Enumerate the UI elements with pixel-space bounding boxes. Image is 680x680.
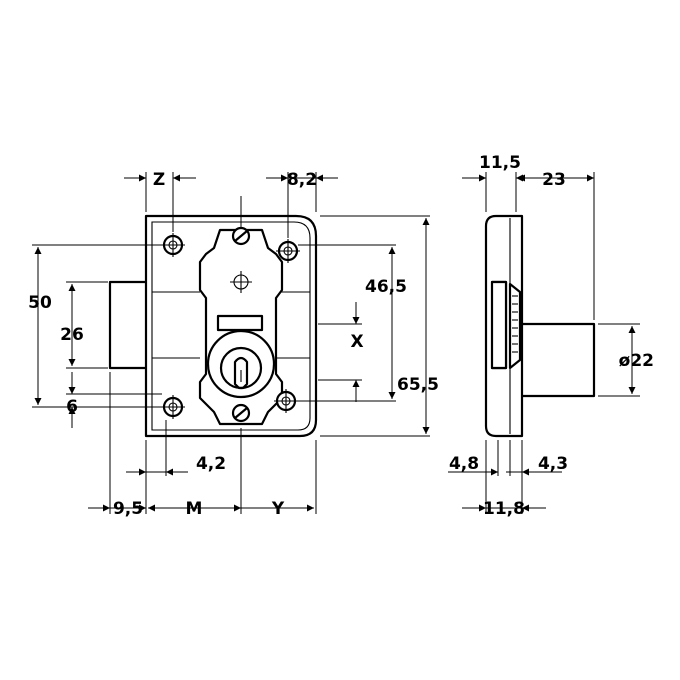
- mounting-hole-top-left: [161, 233, 185, 257]
- front-view: [108, 214, 318, 438]
- front-dimension-lines: [32, 172, 430, 514]
- dim-23: 23: [542, 170, 566, 190]
- lock-plate: [151, 221, 311, 431]
- dim-4-3: 4,3: [538, 454, 568, 474]
- dim-y: Y: [271, 499, 285, 519]
- dim-8-2: 8,2: [287, 170, 317, 190]
- dim-6: 6: [66, 397, 78, 417]
- dim-26: 26: [60, 325, 84, 345]
- mounting-hole-top-right: [276, 239, 300, 263]
- dim-4-2: 4,2: [196, 454, 226, 474]
- center-mark: [230, 271, 252, 293]
- side-dimension-lines: [448, 172, 640, 514]
- screw-top: [231, 226, 251, 246]
- dim-11-8: 11,8: [483, 499, 525, 519]
- mounting-hole-bottom-left: [161, 395, 185, 419]
- dim-x: X: [350, 332, 363, 352]
- dim-65-5: 65,5: [397, 375, 439, 395]
- mounting-hole-bottom-right: [274, 389, 298, 413]
- dim-4-8: 4,8: [449, 454, 479, 474]
- dim-z: Z: [153, 170, 165, 190]
- dim-diameter-22: ø22: [619, 351, 654, 371]
- dim-11-5: 11,5: [479, 153, 521, 173]
- side-view: [484, 214, 596, 438]
- side-rose: [508, 282, 522, 370]
- dim-9-5: 9,5: [113, 499, 143, 519]
- screw-bottom: [231, 403, 251, 423]
- side-cylinder: [518, 322, 596, 398]
- dim-m: M: [186, 499, 203, 519]
- dim-50: 50: [28, 293, 52, 313]
- bolt: [108, 280, 152, 370]
- dim-46-5: 46,5: [365, 277, 407, 297]
- keyhole: [233, 356, 249, 390]
